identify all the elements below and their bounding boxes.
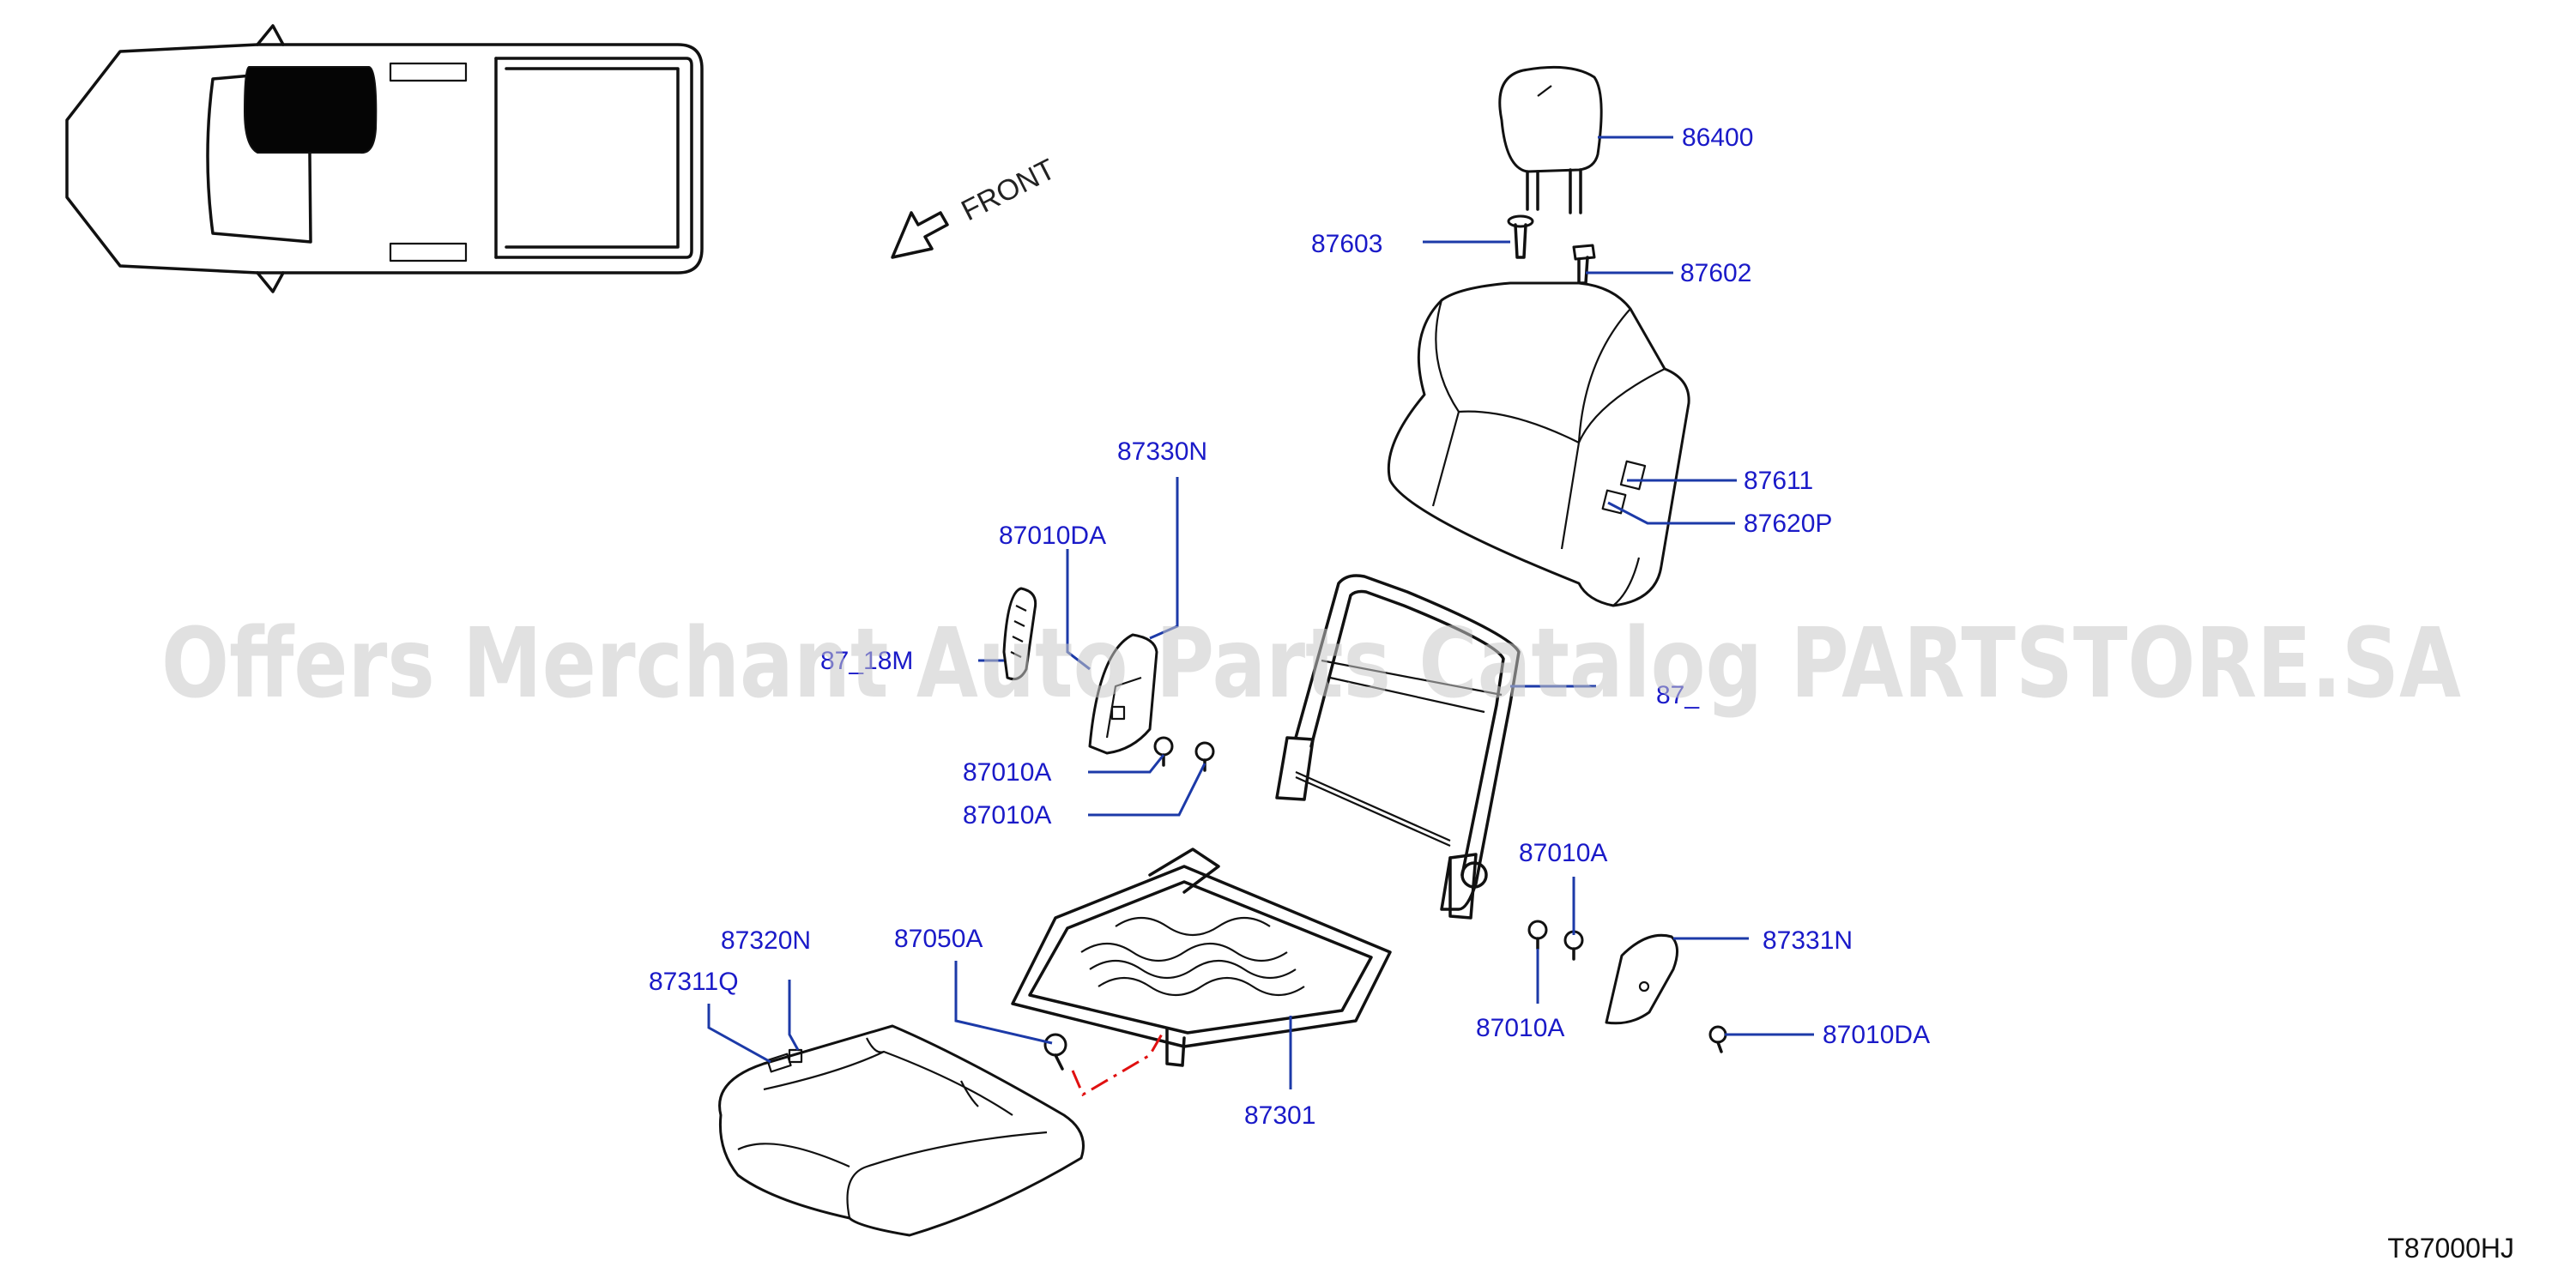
seat-cushion-trim-part [718,1024,1085,1237]
highlighted-seat-icon [243,66,378,154]
headrest-part [1498,65,1603,214]
callout-87050A: 87050A [894,925,983,953]
screw-icon [1708,1025,1727,1053]
recliner-lever-part [1002,587,1037,681]
callout-87301: 87301 [1244,1101,1315,1130]
front-direction-label: FRONT [956,153,1061,227]
callout-87010A-a: 87010A [963,758,1051,787]
callout-87620P: 87620P [1744,510,1832,538]
callout-87311Q: 87311Q [649,968,739,996]
headrest-guide-left-part [1507,214,1534,259]
headrest-guide-right-part [1572,244,1596,285]
diagram-code-label: T87000HJ [2387,1233,2514,1264]
seat-cushion-frame-part [1011,848,1392,1067]
recliner-cover-inner-part [1088,633,1158,755]
leader-lines [707,136,1814,1089]
recliner-cover-outer-part [1605,933,1678,1025]
bolt-icon [1043,1033,1067,1071]
callout-87-18M: 87_18M [820,647,913,675]
watermark-text: Offers Merchant Auto Parts Catalog PARTS… [161,608,2461,720]
callout-87331N: 87331N [1763,926,1853,955]
callout-87010A-b: 87010A [963,801,1051,830]
seat-back-frame-part [1275,574,1521,920]
bolt-icon [1527,920,1548,950]
callout-87330N: 87330N [1117,437,1207,466]
callout-87010DA-bottom: 87010DA [1823,1021,1930,1049]
vehicle-locator-icon [65,24,704,293]
hidden-line [1071,1030,1165,1097]
callout-87602: 87602 [1680,259,1751,287]
callout-87010DA-top: 87010DA [999,522,1106,550]
callout-87-right: 87_ [1656,681,1700,709]
callout-87611: 87611 [1744,467,1813,495]
callout-87010A-d: 87010A [1476,1014,1564,1042]
seat-back-trim-part [1387,281,1690,607]
callout-86400: 86400 [1682,124,1753,152]
callout-87603: 87603 [1311,230,1382,258]
bolt-icon [1563,930,1584,961]
front-arrow-icon [891,211,949,259]
callout-87010A-c: 87010A [1519,839,1607,867]
callout-87320N: 87320N [721,926,811,955]
